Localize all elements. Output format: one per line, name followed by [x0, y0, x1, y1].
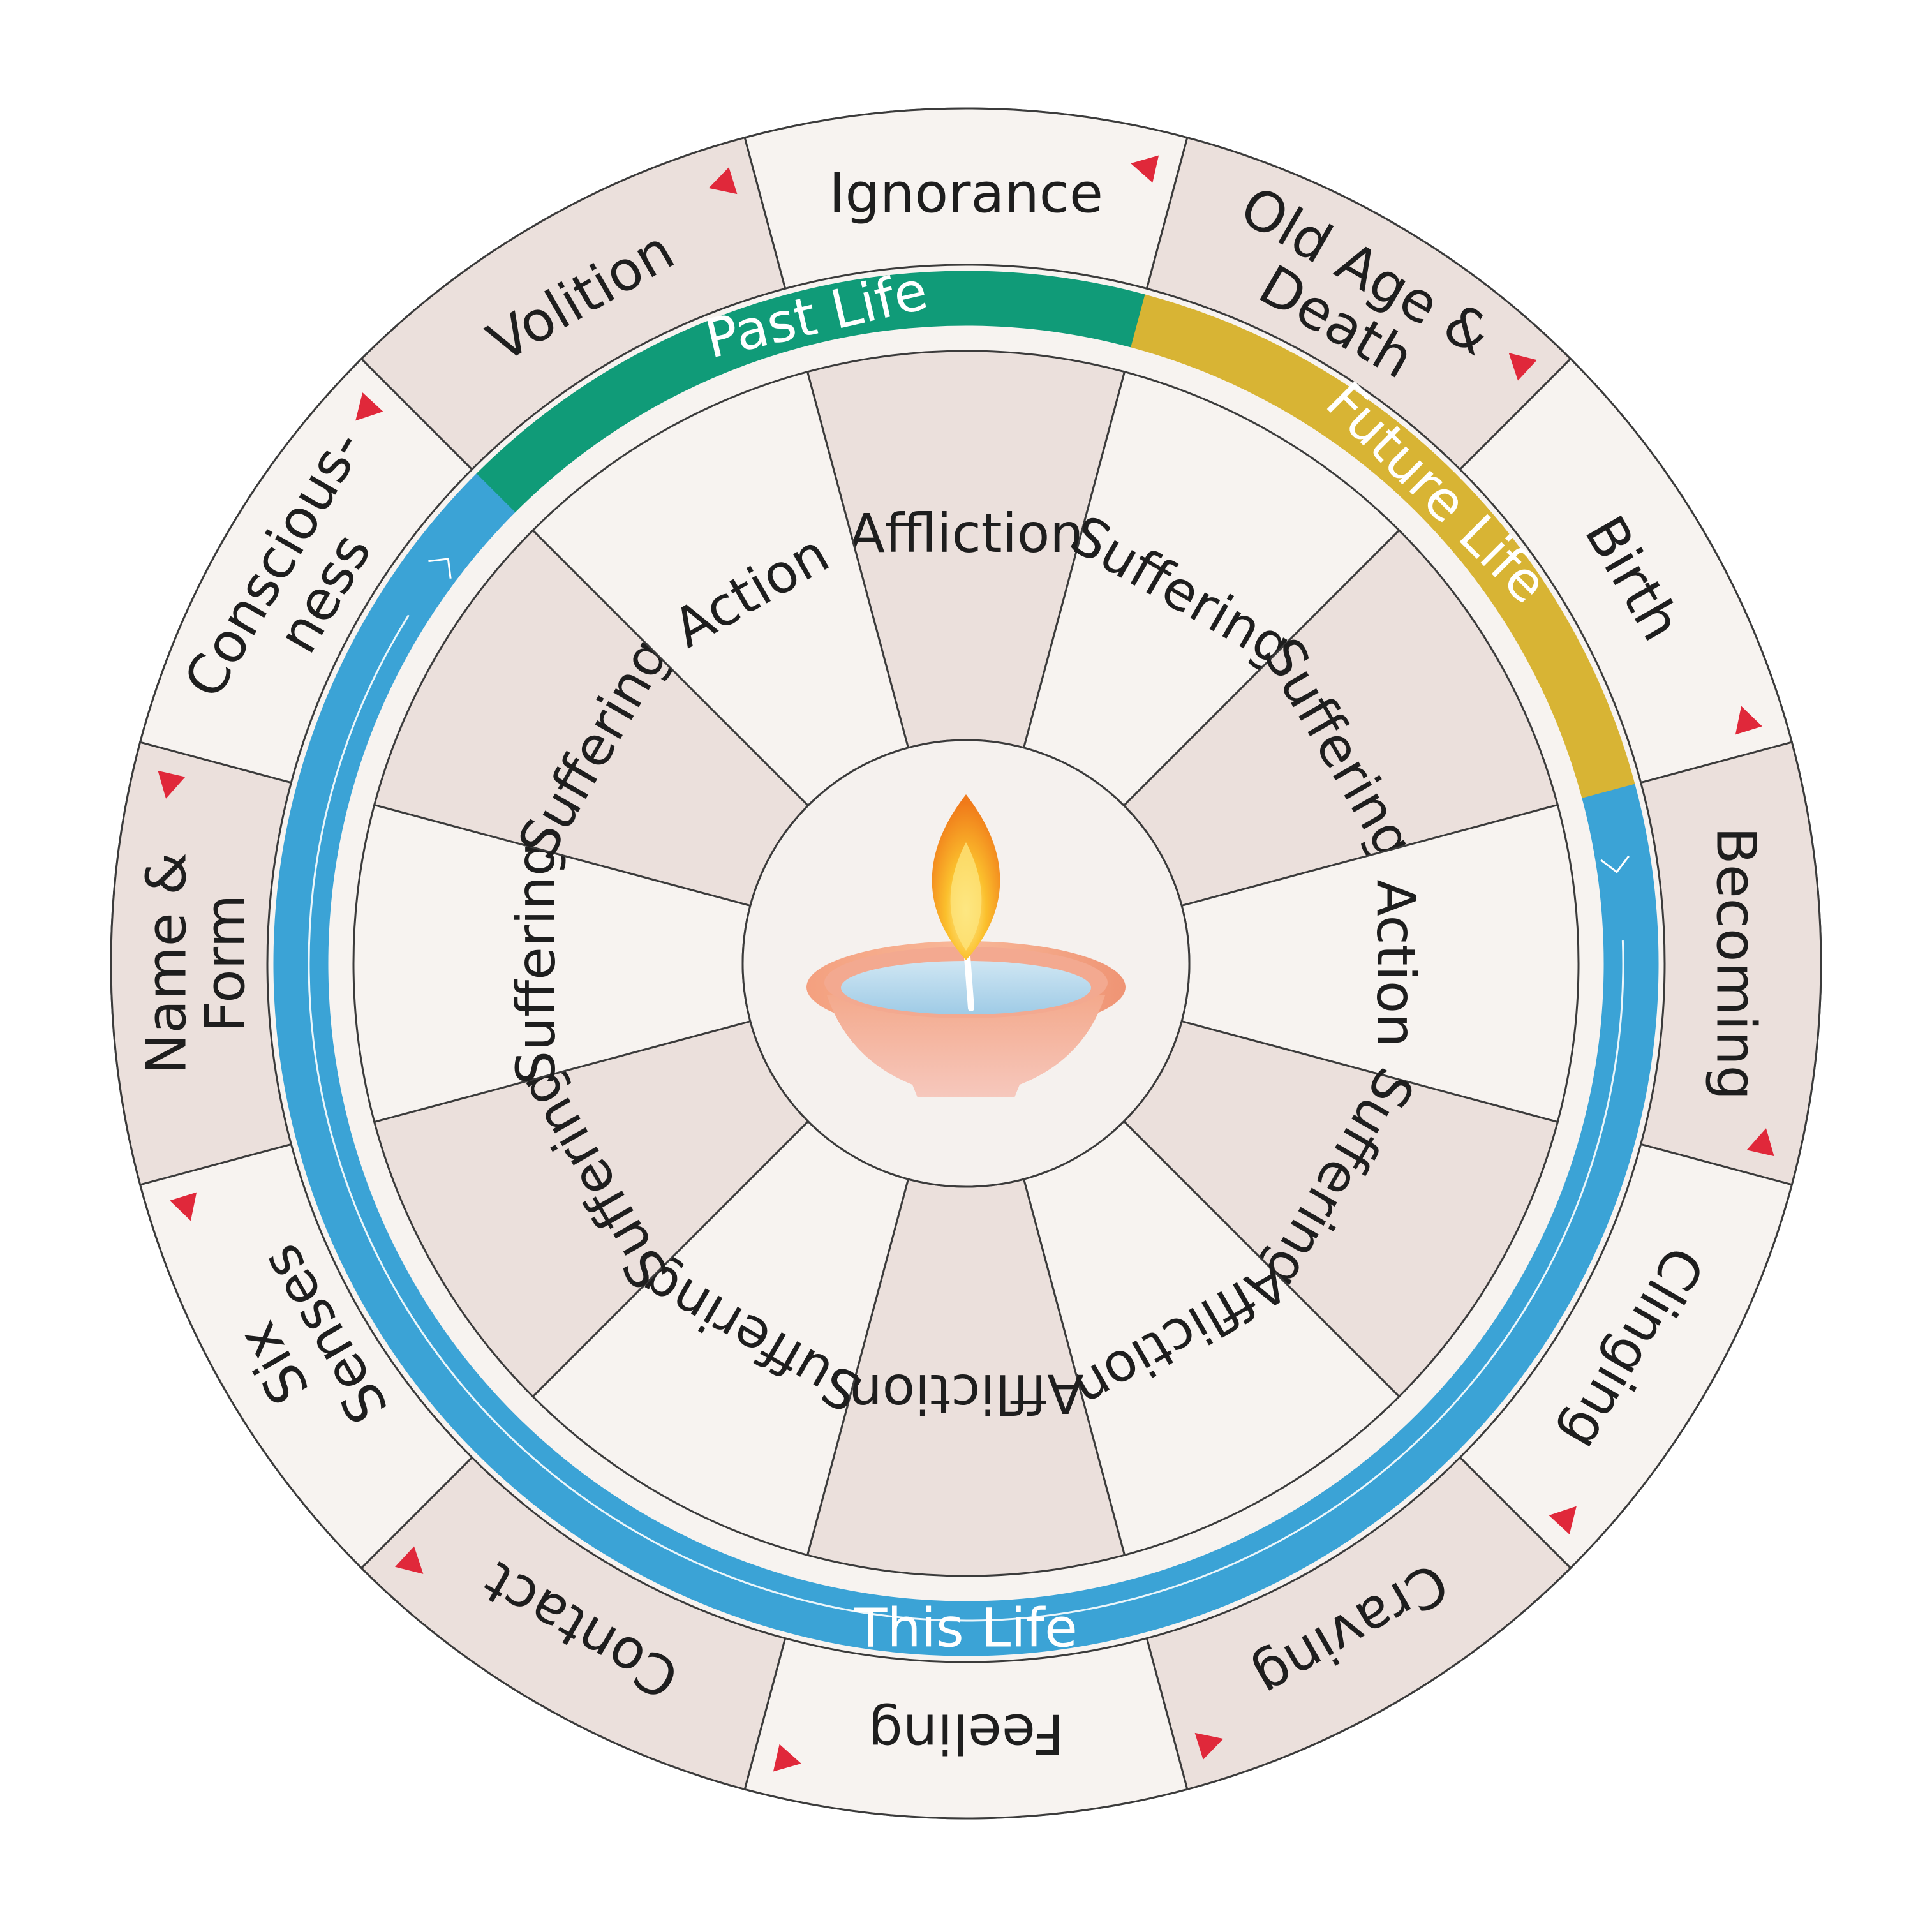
outer-segment-label: Becoming	[1704, 827, 1768, 1101]
direction-marker-icon	[773, 1744, 801, 1772]
arrow-markers	[158, 155, 1774, 1772]
center-hub	[741, 739, 1191, 1188]
inner-segment-label: Action	[1365, 879, 1427, 1047]
flow-chevron-icon	[1600, 855, 1630, 873]
direction-marker-icon	[1735, 706, 1762, 735]
direction-marker-icon	[708, 167, 738, 195]
inner-ring: AfflictionSufferingSufferingActionSuffer…	[328, 325, 1604, 1601]
band-label: This Life	[854, 1597, 1078, 1660]
outer-segment	[360, 136, 787, 471]
direction-marker-icon	[1131, 155, 1159, 183]
direction-marker-icon	[1549, 1506, 1577, 1534]
inner-segment-label: Suffering	[505, 842, 567, 1085]
direction-marker-icon	[158, 770, 186, 799]
inner-segment-label: Affliction	[848, 1362, 1083, 1425]
outer-segment-label: Name &Form	[135, 852, 258, 1074]
oil-lamp-icon	[806, 794, 1126, 1097]
this-life-flow-line	[308, 614, 1624, 1622]
direction-marker-icon	[1508, 353, 1537, 381]
life-band	[273, 473, 1659, 1656]
direction-marker-icon	[1194, 1732, 1224, 1760]
direction-marker-icon	[355, 392, 383, 421]
outer-segment-label: Ignorance	[829, 162, 1103, 226]
inner-segment-label: Affliction	[848, 502, 1083, 565]
outer-segment-label: Feeling	[868, 1702, 1064, 1765]
flow-chevron-icon	[428, 558, 452, 579]
direction-marker-icon	[170, 1192, 197, 1221]
direction-marker-icon	[395, 1546, 424, 1574]
direction-marker-icon	[1746, 1128, 1774, 1157]
